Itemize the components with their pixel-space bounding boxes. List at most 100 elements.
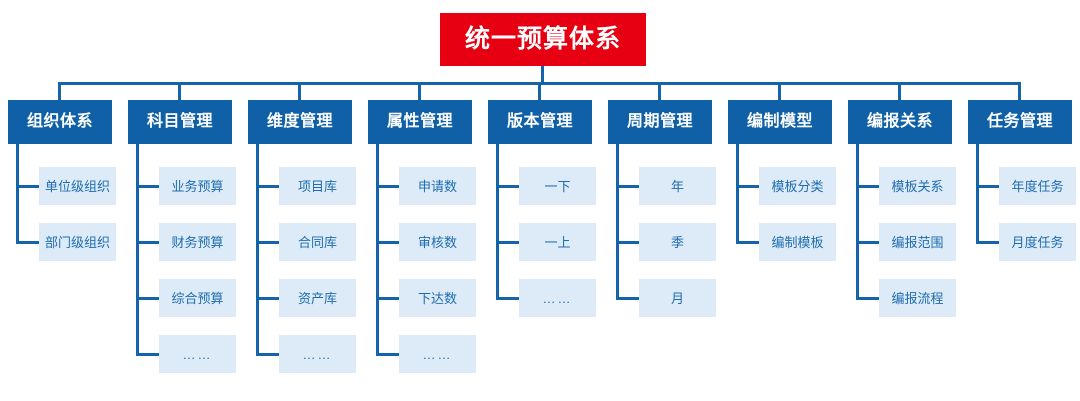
child-node[interactable]: 一下 xyxy=(519,167,596,205)
child-node[interactable]: 编报范围 xyxy=(879,223,956,261)
child-node[interactable]: 编报流程 xyxy=(879,279,956,317)
children-connector-spine xyxy=(16,144,19,242)
child-node-label: 编制模板 xyxy=(771,234,824,250)
children-connector-spine xyxy=(256,144,259,354)
children-connector-spine xyxy=(616,144,619,298)
child-connector-branch xyxy=(376,241,399,244)
child-connector-branch xyxy=(256,297,279,300)
child-node-label: 综合预算 xyxy=(171,290,224,306)
child-connector-branch xyxy=(856,185,879,188)
header-connector-stem xyxy=(178,82,181,102)
child-node[interactable]: 项目库 xyxy=(279,167,356,205)
child-node[interactable]: 年度任务 xyxy=(999,167,1076,205)
child-node-label: 编报流程 xyxy=(891,290,944,306)
child-node-label: 下达数 xyxy=(417,290,457,306)
header-connector-stem xyxy=(1018,82,1021,102)
child-connector-branch xyxy=(736,241,759,244)
branch-header-label: 维度管理 xyxy=(266,113,333,130)
child-node-label: …… xyxy=(542,290,573,306)
child-connector-branch xyxy=(376,297,399,300)
child-connector-branch xyxy=(496,185,519,188)
branch-header-label: 编报关系 xyxy=(866,113,933,130)
branch-header-3[interactable]: 维度管理 xyxy=(248,100,352,144)
child-connector-branch xyxy=(616,241,639,244)
root-node: 统一预算体系 xyxy=(440,13,646,66)
branch-column: 编报关系模板关系编报范围编报流程 xyxy=(848,0,968,401)
child-node-label: 模板关系 xyxy=(891,178,944,194)
child-node[interactable]: 模板关系 xyxy=(879,167,956,205)
branch-header-1[interactable]: 组织体系 xyxy=(8,100,112,144)
child-connector-branch xyxy=(256,185,279,188)
child-node[interactable]: 资产库 xyxy=(279,279,356,317)
child-node[interactable]: 年 xyxy=(639,167,716,205)
header-connector-stem xyxy=(658,82,661,102)
child-node-more[interactable]: …… xyxy=(279,335,356,373)
child-node[interactable]: 综合预算 xyxy=(159,279,236,317)
child-node-label: 编报范围 xyxy=(891,234,944,250)
branch-header-label: 版本管理 xyxy=(506,113,573,130)
child-node[interactable]: 单位级组织 xyxy=(39,167,116,205)
child-node[interactable]: 季 xyxy=(639,223,716,261)
children-connector-spine xyxy=(976,144,979,242)
branch-header-label: 任务管理 xyxy=(986,113,1053,130)
branch-header-8[interactable]: 编报关系 xyxy=(848,100,952,144)
branch-header-7[interactable]: 编制模型 xyxy=(728,100,832,144)
header-connector-stem xyxy=(58,82,61,102)
child-node-more[interactable]: …… xyxy=(159,335,236,373)
child-connector-branch xyxy=(376,185,399,188)
child-node-label: 资产库 xyxy=(297,290,337,306)
child-node[interactable]: 月度任务 xyxy=(999,223,1076,261)
branch-column: 版本管理一下一上 …… xyxy=(488,0,608,401)
child-node[interactable]: 合同库 xyxy=(279,223,356,261)
root-node-label: 统一预算体系 xyxy=(464,25,621,53)
child-node-label: 项目库 xyxy=(297,178,337,194)
child-node-label: …… xyxy=(422,346,453,362)
child-connector-branch xyxy=(376,353,399,356)
header-connector-stem xyxy=(298,82,301,102)
child-node-label: 季 xyxy=(670,234,684,250)
child-node[interactable]: 财务预算 xyxy=(159,223,236,261)
branch-header-label: 属性管理 xyxy=(386,113,453,130)
branch-header-label: 编制模型 xyxy=(746,113,813,130)
child-connector-branch xyxy=(136,241,159,244)
child-node[interactable]: 审核数 xyxy=(399,223,476,261)
child-connector-branch xyxy=(136,297,159,300)
header-connector-stem xyxy=(418,82,421,102)
branch-column: 编制模型模板分类编制模板 xyxy=(728,0,848,401)
child-node-label: 年度任务 xyxy=(1011,178,1064,194)
child-connector-branch xyxy=(976,185,999,188)
branch-header-5[interactable]: 版本管理 xyxy=(488,100,592,144)
child-node-more[interactable]: …… xyxy=(399,335,476,373)
branch-header-4[interactable]: 属性管理 xyxy=(368,100,472,144)
child-node[interactable]: 部门级组织 xyxy=(39,223,116,261)
child-node[interactable]: 下达数 xyxy=(399,279,476,317)
child-connector-branch xyxy=(256,241,279,244)
child-node-label: 部门级组织 xyxy=(44,234,110,250)
child-node[interactable]: 模板分类 xyxy=(759,167,836,205)
child-connector-branch xyxy=(16,185,39,188)
children-connector-spine xyxy=(496,144,499,298)
child-connector-branch xyxy=(496,241,519,244)
child-node-label: 一下 xyxy=(544,178,571,194)
child-node-label: 财务预算 xyxy=(171,234,224,250)
children-connector-spine xyxy=(736,144,739,242)
branch-header-9[interactable]: 任务管理 xyxy=(968,100,1072,144)
branch-header-6[interactable]: 周期管理 xyxy=(608,100,712,144)
branch-header-label: 科目管理 xyxy=(146,113,213,130)
child-node[interactable]: 编制模板 xyxy=(759,223,836,261)
header-connector-stem xyxy=(778,82,781,102)
header-connector-stem xyxy=(538,82,541,102)
child-node[interactable]: 申请数 xyxy=(399,167,476,205)
child-node-label: 月 xyxy=(670,290,684,306)
child-node[interactable]: 业务预算 xyxy=(159,167,236,205)
child-node[interactable]: 一上 xyxy=(519,223,596,261)
branch-header-label: 周期管理 xyxy=(626,113,693,130)
child-connector-branch xyxy=(616,297,639,300)
branch-header-2[interactable]: 科目管理 xyxy=(128,100,232,144)
child-connector-branch xyxy=(16,241,39,244)
child-node-more[interactable]: …… xyxy=(519,279,596,317)
child-node[interactable]: 月 xyxy=(639,279,716,317)
child-connector-branch xyxy=(136,185,159,188)
child-connector-branch xyxy=(736,185,759,188)
